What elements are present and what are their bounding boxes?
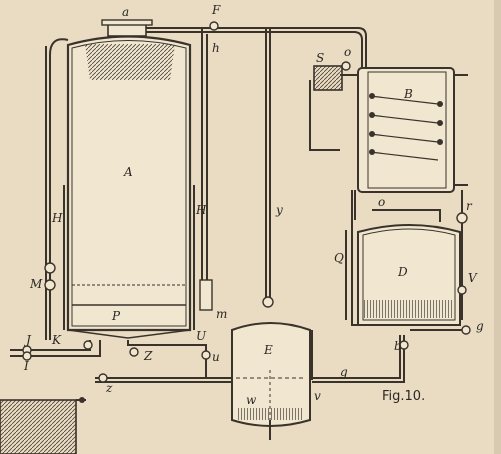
label-u-small: u: [212, 350, 220, 364]
label-i: I: [23, 359, 29, 373]
vessel-e: [231, 322, 311, 440]
page-edge: [494, 0, 501, 454]
label-v: V: [468, 271, 478, 285]
cooler-b: [357, 67, 468, 193]
label-j: J: [23, 333, 32, 347]
label-e: E: [263, 343, 273, 357]
label-b: B: [403, 87, 413, 101]
label-r: r: [466, 199, 473, 213]
label-h-small: h: [212, 41, 220, 55]
label-b-small: b: [394, 339, 402, 353]
label-p: P: [111, 309, 121, 323]
label-d: D: [397, 265, 408, 279]
label-f: F: [211, 3, 221, 17]
label-y: y: [275, 203, 283, 217]
pipe-network: [10, 27, 470, 383]
label-z-cap: Z: [143, 349, 153, 363]
vessel-d: [357, 224, 461, 326]
label-h-right: H: [195, 203, 207, 217]
label-u-cap: U: [196, 329, 207, 343]
label-o-mid: o: [378, 195, 385, 209]
label-v-small: v: [314, 389, 321, 403]
vessel-a-cap: [101, 19, 153, 37]
label-a-vessel: A: [123, 165, 133, 179]
label-m: M: [29, 277, 43, 291]
label-w: w: [246, 393, 257, 407]
valves: [22, 21, 471, 383]
label-o-top: o: [344, 45, 351, 59]
label-s: S: [316, 51, 324, 65]
vessel-a: [66, 35, 192, 339]
spray-head-b: [85, 44, 175, 80]
label-a: a: [122, 5, 129, 19]
label-g-bottom: g: [340, 365, 348, 379]
label-g-right: g: [476, 319, 484, 333]
label-k: K: [51, 333, 62, 347]
label-z-small: z: [105, 381, 113, 395]
label-h-left: H: [51, 211, 63, 225]
label-m-small: m: [216, 307, 227, 321]
hatched-box: [0, 397, 86, 454]
figure-caption: Fig.10.: [382, 389, 425, 404]
vessel-s: [313, 65, 343, 91]
label-q: Q: [334, 251, 344, 265]
